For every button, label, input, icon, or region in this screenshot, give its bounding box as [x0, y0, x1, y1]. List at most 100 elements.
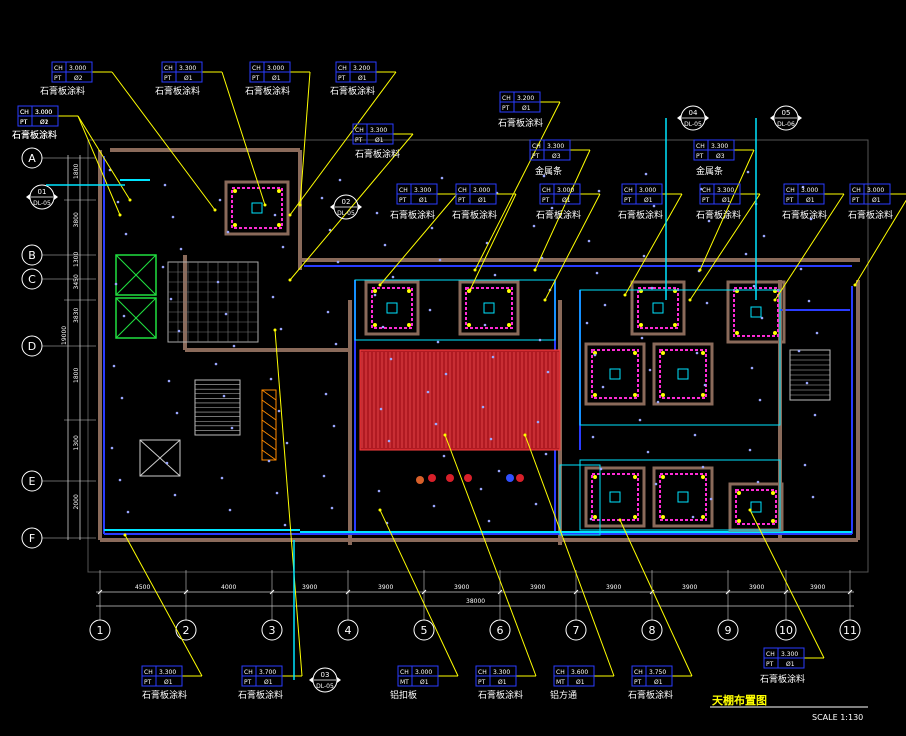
downlight: [497, 469, 501, 473]
coffer-frame: [364, 280, 420, 336]
column-axis-bubble: [775, 619, 797, 641]
tick: [725, 589, 731, 595]
downlight: [803, 463, 807, 467]
dimension-text: 3830: [73, 308, 80, 323]
section-arrow: [330, 204, 334, 210]
corner-light: [507, 323, 511, 327]
strip-ceiling-area: [359, 349, 561, 451]
downlight: [481, 405, 485, 409]
leader-end: [853, 283, 857, 287]
callout-material: 石膏板涂料: [618, 209, 663, 221]
downlight: [334, 342, 338, 346]
coffer-frame: [458, 280, 520, 336]
elevator-cross: [139, 439, 181, 477]
downlight: [693, 433, 697, 437]
column-axis-bubble: [175, 619, 197, 641]
tick: [97, 589, 103, 595]
section-arrow: [798, 115, 802, 121]
callout-ch-value: 3.000: [867, 187, 884, 194]
tick: [183, 589, 189, 595]
downlight: [546, 370, 550, 374]
callout-ch-value: 3.300: [493, 669, 510, 676]
escalator-line: [261, 429, 277, 441]
callout-material: 金属条: [535, 165, 562, 177]
downlight: [214, 362, 218, 366]
callout-ch-label: CH: [355, 127, 364, 134]
callout-pt-label: PT: [696, 153, 704, 160]
downlight: [226, 230, 230, 234]
downlight: [281, 245, 285, 249]
leader-end: [298, 203, 302, 207]
section-marker-ref: DL-06: [777, 121, 795, 128]
callout-pt-label: PT: [164, 75, 172, 82]
leader-line: [689, 193, 761, 301]
downlight: [648, 368, 652, 372]
leader-end: [378, 508, 382, 512]
callout-material: 铝方通: [550, 689, 577, 701]
downlight: [762, 234, 766, 238]
leader-line: [534, 149, 591, 271]
callout-ch-value: 3.300: [414, 187, 431, 194]
callout-pt-value: Ø1: [522, 105, 531, 112]
corner-light: [661, 393, 665, 397]
coffer-center: [251, 202, 263, 214]
dimension-text: 1300: [73, 252, 80, 267]
downlight: [338, 178, 342, 182]
leader-line: [77, 115, 131, 201]
coffer-edge: [371, 287, 413, 329]
downlight: [593, 353, 597, 357]
callout-material: 石膏板涂料: [696, 209, 741, 221]
column-axis-label: 9: [725, 624, 732, 637]
leader-line: [444, 434, 537, 677]
dimension-text: 3900: [749, 584, 764, 591]
coffer-edge: [231, 187, 283, 229]
corner-light: [593, 515, 597, 519]
pendant-lamp: [428, 474, 436, 482]
callout-material: 石膏板涂料: [155, 85, 200, 97]
callout-pt-value: Ø2: [40, 119, 49, 126]
corner-light: [467, 323, 471, 327]
coffer-ceiling: [458, 280, 520, 336]
coffer-center: [677, 491, 689, 503]
coffer-frame: [224, 180, 290, 236]
coffer-frame: [652, 342, 714, 406]
downlight: [179, 247, 183, 251]
callout-pt-label: PT: [20, 119, 28, 126]
callout-material: 金属条: [696, 165, 723, 177]
room-outline: [559, 464, 601, 536]
dimension-text: 2000: [73, 494, 80, 509]
downlight: [799, 267, 803, 271]
tick: [573, 589, 579, 595]
leader-end: [118, 213, 122, 217]
downlight: [220, 476, 224, 480]
callout-ch-label: CH: [54, 65, 63, 72]
downlight: [444, 372, 448, 376]
leader-end: [288, 213, 292, 217]
callout-pt-value: Ø1: [375, 137, 384, 144]
downlight: [228, 508, 232, 512]
callout-pt-value: Ø1: [40, 119, 49, 126]
downlight: [230, 426, 234, 430]
callout-ch-label: CH: [766, 651, 775, 658]
downlight: [483, 323, 487, 327]
downlight: [805, 381, 809, 385]
leader-line: [77, 115, 121, 216]
downlight: [434, 422, 438, 426]
coffer-edge: [637, 287, 679, 329]
escalator-line: [261, 419, 277, 431]
downlight: [756, 480, 760, 484]
callout-pt-label: PT: [502, 105, 510, 112]
row-axis-label: A: [28, 152, 36, 165]
callout-ch-label: CH: [458, 187, 467, 194]
downlight: [646, 450, 650, 454]
section-marker-number: 01: [38, 188, 47, 196]
downlight: [216, 280, 220, 284]
callout-ch-label: CH: [244, 669, 253, 676]
corner-light: [373, 289, 377, 293]
